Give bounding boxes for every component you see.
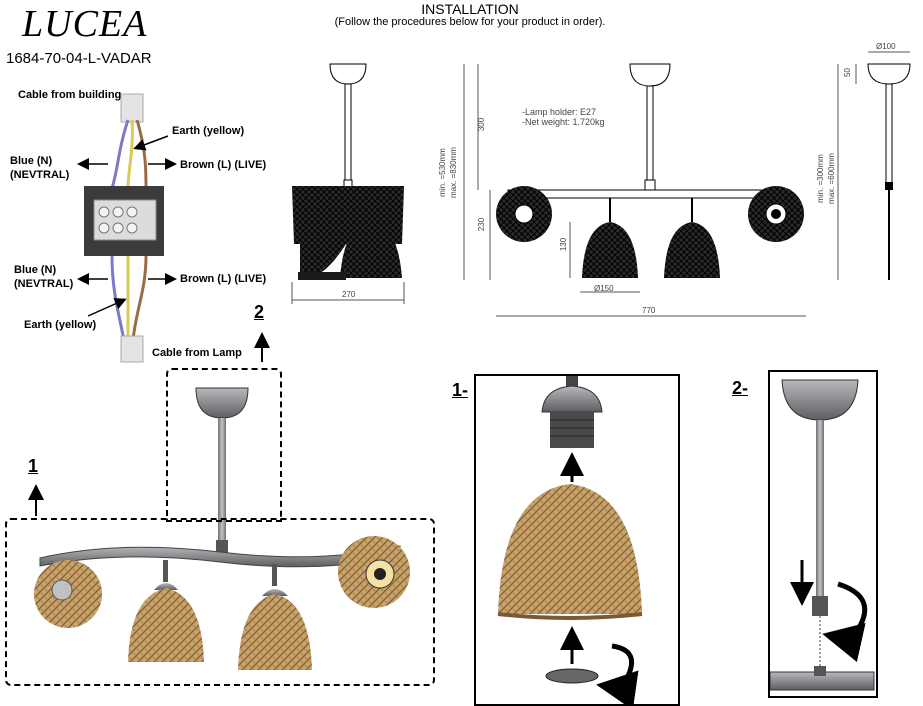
brown-bottom-label: Brown (L) (LIVE) [180,273,267,285]
dim-side-a: min. =300mm [815,154,825,203]
dim-minmax-b: max. =830mm [448,147,458,198]
spec-net-weight: -Net weight: 1.720kg [522,117,605,127]
step1-panel-label: 1- [452,380,469,400]
dim-770: 770 [642,306,656,315]
step-marker-2: 2 [254,302,265,322]
installation-subtitle: (Follow the procedures below for your pr… [334,16,606,28]
dim-300: 300 [477,117,487,132]
front-drawing [291,63,405,304]
cable-from-building-label: Cable from building [18,89,122,101]
step2-illustration [769,379,875,691]
step2-panel-label: 2- [732,378,749,398]
blue-bottom-label: Blue (N) (NEVTRAL) [14,264,74,290]
product-code: 1684-70-04-L-VADAR [6,50,152,67]
assembly-overview [28,332,410,670]
wiring-diagram [77,93,177,363]
dim-230: 230 [477,217,487,232]
step-marker-1: 1 [28,456,39,476]
brand-logo: LUCEA [22,3,148,45]
dim-270: 270 [342,290,356,299]
installation-title: INSTALLATION [421,1,519,17]
main-drawing [463,63,806,317]
dim-150: Ø150 [594,284,614,293]
dim-50: 50 [842,68,852,77]
dim-130: 130 [559,237,569,252]
side-drawing [837,51,911,280]
step2-highlight-box [166,368,282,522]
dim-side-b: max. =600mm [826,153,836,204]
spec-lamp-holder: -Lamp holder: E27 [522,107,597,117]
blue-top-label: Blue (N) (NEVTRAL) [10,155,70,181]
step1-panel [474,374,680,706]
dim-100: Ø100 [876,42,896,51]
step1-highlight-box [5,518,435,686]
step2-panel [768,370,878,698]
step1-illustration [497,376,643,706]
brown-top-label: Brown (L) (LIVE) [180,159,267,171]
dim-minmax-a: min. =530mm [437,148,447,197]
earth-bottom-label: Earth (yellow) [24,319,97,331]
earth-top-label: Earth (yellow) [172,125,245,137]
cable-from-lamp-label: Cable from Lamp [152,347,242,359]
